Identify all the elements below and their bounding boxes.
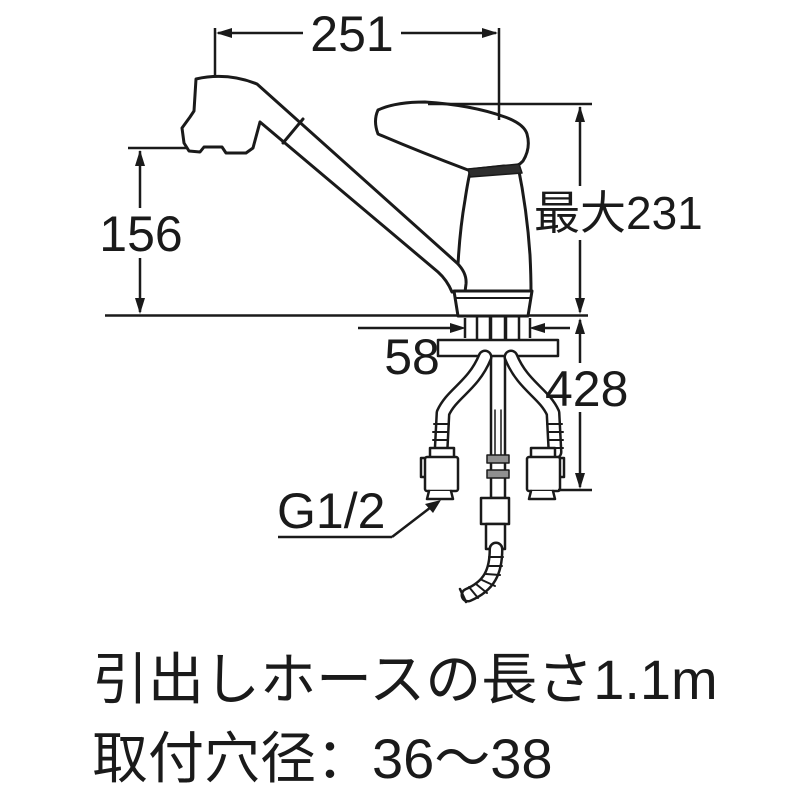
hose-coupling-block — [479, 496, 511, 526]
faucet-drawing — [180, 74, 566, 604]
dim-156 — [128, 146, 188, 314]
dim-max231 — [428, 102, 592, 314]
dim-max231-label: 最大231 — [534, 187, 703, 239]
supply-hose-left — [432, 349, 493, 460]
dim-156-label: 156 — [99, 206, 182, 262]
note-hose-length: 引出しホースの長さ1.1m — [92, 648, 718, 711]
sprayhead-joint-line — [281, 117, 305, 145]
dim-428 — [558, 318, 592, 492]
faucet-spout-arm — [180, 74, 468, 294]
hose-collar-band-lower — [486, 469, 510, 479]
shank-leg-left — [475, 314, 492, 344]
hose-connector-right — [525, 446, 566, 501]
mounting-flange — [436, 338, 560, 358]
dim-58-label: 58 — [384, 329, 440, 385]
shank-leg-right — [504, 314, 521, 344]
faucet-base — [452, 289, 534, 318]
faucet-body — [455, 164, 533, 294]
dim-251-label: 251 — [310, 6, 393, 62]
note-hole-diameter: 取付穴径：36〜38 — [92, 727, 553, 790]
supply-hose-right — [503, 349, 564, 460]
dimension-lines — [128, 28, 592, 539]
hose-connector-left — [419, 446, 460, 501]
g12-leader — [278, 500, 441, 539]
hose-collar-band-upper — [486, 454, 510, 464]
thread-size-label: G1/2 — [277, 483, 385, 539]
dim-58 — [358, 318, 570, 338]
cartridge-cap-shadow — [467, 163, 523, 178]
flexible-hose-end — [458, 541, 504, 604]
faucet-handle — [374, 100, 530, 172]
dim-428-label: 428 — [545, 361, 628, 417]
